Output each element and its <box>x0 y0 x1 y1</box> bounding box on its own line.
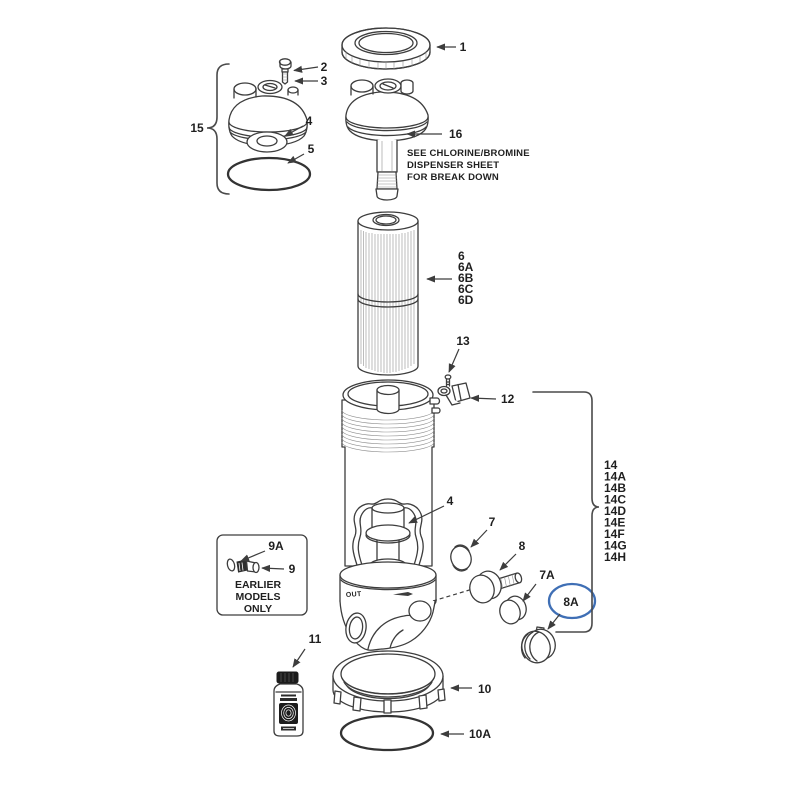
earlier-models-box: 9A 9 EARLIER MODELS ONLY <box>216 534 308 616</box>
leader-5 <box>287 153 305 164</box>
callout-14h: 14H <box>604 550 626 564</box>
cap-part7a <box>499 595 527 625</box>
lock-ring-part1 <box>341 27 431 70</box>
callout-6a: 6A <box>458 260 474 274</box>
bracket-15 <box>206 63 230 195</box>
callout-6d: 6D <box>458 293 474 307</box>
leader-7a <box>522 583 537 602</box>
leader-4-lid <box>284 125 304 137</box>
ribbed-cap-part8a <box>520 626 556 664</box>
leader-7 <box>470 529 488 548</box>
callout-14e: 14E <box>604 516 625 530</box>
leader-11 <box>292 648 306 668</box>
highlight-circle-8a <box>547 582 597 620</box>
callout-2: 2 <box>321 60 328 74</box>
callout-1: 1 <box>460 40 467 54</box>
leader-13 <box>448 348 460 373</box>
oring-part10a <box>339 714 435 752</box>
lubricant-bottle-part11 <box>273 671 304 737</box>
leader-4-tank <box>408 505 445 524</box>
callout-7: 7 <box>489 515 496 529</box>
oring-part5 <box>226 156 312 192</box>
lock-ring-part10 <box>332 650 446 714</box>
ring-tabs <box>333 688 446 714</box>
bracket-14 <box>532 391 600 633</box>
callout-4-lid: 4 <box>306 114 313 128</box>
callout-14f: 14F <box>604 527 625 541</box>
cap-part7 <box>450 544 472 572</box>
callout-8: 8 <box>519 539 526 553</box>
dashed-leader-plug8 <box>432 587 477 602</box>
callout-6: 6 <box>458 249 465 263</box>
callout-8a: 8A <box>563 595 579 609</box>
drain-plug-part8 <box>469 570 523 604</box>
washer-part4 <box>246 131 288 153</box>
callout-10: 10 <box>478 682 492 696</box>
leader-9a <box>240 550 266 562</box>
screw-part13 <box>444 374 452 387</box>
callout-6b: 6B <box>458 271 474 285</box>
callout-14a: 14A <box>604 470 626 484</box>
leader-8a <box>547 613 561 630</box>
callout-5: 5 <box>308 142 315 156</box>
tank-body <box>341 379 441 567</box>
cartridge-callouts: 6 6A 6B 6C 6D <box>458 249 474 307</box>
callout-11: 11 <box>309 632 322 646</box>
oring-part9a <box>226 558 236 572</box>
cartridge-part6 <box>357 211 419 376</box>
earlier-box-line1: EARLIER <box>235 579 282 591</box>
callout-3: 3 <box>321 74 328 88</box>
leader-8 <box>499 553 517 571</box>
callout-15: 15 <box>190 121 204 135</box>
callout-9a: 9A <box>268 539 284 553</box>
callout-6c: 6C <box>458 282 474 296</box>
ring-ribs <box>345 52 427 69</box>
dispenser-note-line2: DISPENSER SHEET <box>407 160 499 171</box>
earlier-box-line3: ONLY <box>244 603 272 615</box>
dispenser-note: SEE CHLORINE/BROMINE DISPENSER SHEET FOR… <box>407 148 530 183</box>
callout-10a: 10A <box>469 727 491 741</box>
callout-13: 13 <box>456 334 470 348</box>
callout-16: 16 <box>449 127 463 141</box>
clip-part12 <box>437 382 471 406</box>
callout-14g: 14G <box>604 539 627 553</box>
callout-7a: 7A <box>539 568 555 582</box>
callout-14d: 14D <box>604 504 626 518</box>
callout-14: 14 <box>604 458 618 472</box>
dispenser-note-line3: FOR BREAK DOWN <box>407 172 499 183</box>
leader-9 <box>261 564 285 572</box>
callout-9: 9 <box>289 562 296 576</box>
screw-part2-3 <box>278 58 292 85</box>
callout-14b: 14B <box>604 481 626 495</box>
callout-12: 12 <box>501 392 515 406</box>
leader-2 <box>293 65 319 73</box>
neck-threads <box>341 409 435 453</box>
plug-part9 <box>236 559 260 574</box>
manifold-callouts: 14 14A 14B 14C 14D 14E 14F 14G 14H <box>604 458 627 564</box>
dispenser-note-line1: SEE CHLORINE/BROMINE <box>407 148 530 159</box>
valve-housing <box>339 600 436 651</box>
leader-12 <box>470 394 497 402</box>
earlier-box-line2: MODELS <box>236 591 281 603</box>
out-marking: OUT <box>346 591 363 599</box>
flow-arrow-mark <box>393 592 413 596</box>
dispenser-part16 <box>345 78 429 201</box>
callout-14c: 14C <box>604 493 626 507</box>
callout-4-tank: 4 <box>447 494 454 508</box>
